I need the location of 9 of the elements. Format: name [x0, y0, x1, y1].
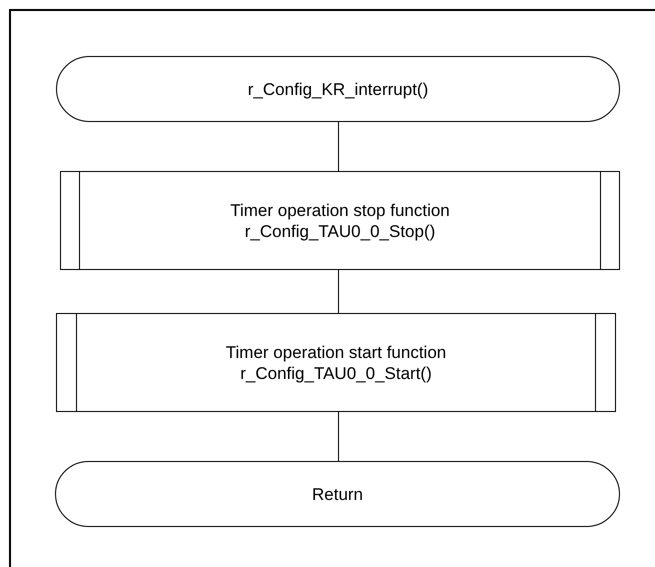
- step-description: Timer operation start function: [226, 342, 446, 362]
- step-description: Timer operation stop function: [230, 200, 450, 220]
- terminal-label: Return: [312, 484, 364, 504]
- terminal-label: r_Config_KR_interrupt(): [248, 78, 428, 100]
- connector-line: [338, 412, 339, 462]
- connector-line: [338, 122, 339, 172]
- connector-line: [338, 270, 339, 314]
- function-name: r_Config_TAU0_0_Start(): [240, 362, 432, 384]
- function-name: r_Config_TAU0_0_Stop(): [244, 220, 436, 242]
